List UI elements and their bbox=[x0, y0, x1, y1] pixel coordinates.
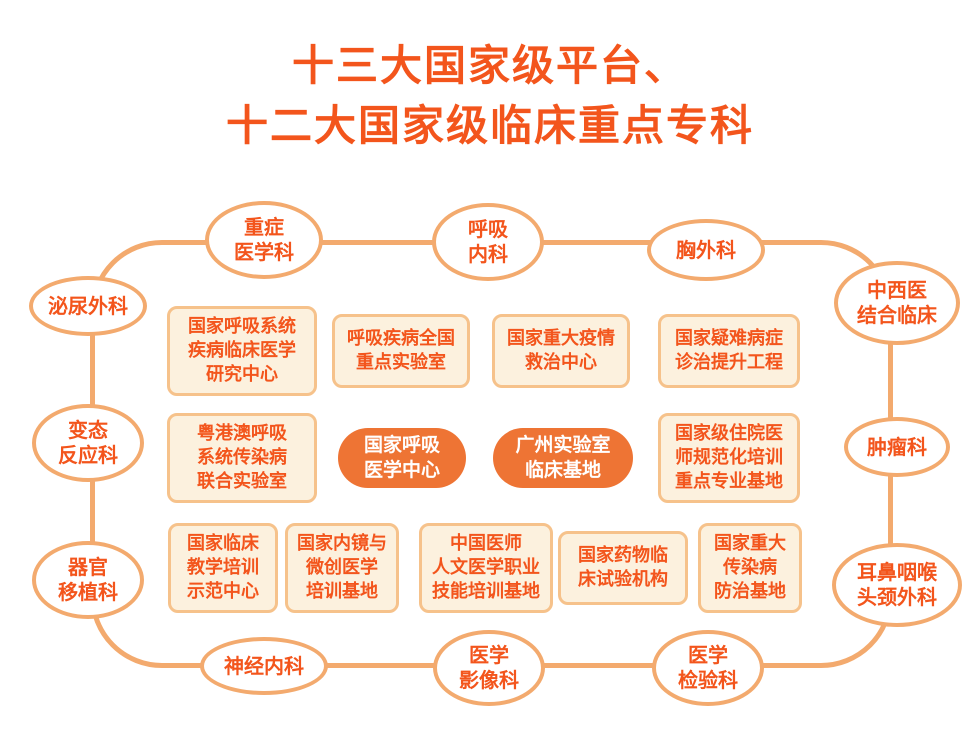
platform-respiratory-clinical-research-center: 国家呼吸系统 疾病临床医学 研究中心 bbox=[167, 306, 317, 396]
specialty-respiratory-medicine: 呼吸 内科 bbox=[432, 203, 544, 281]
specialty-integrated-tcm-western: 中西医 结合临床 bbox=[834, 261, 960, 345]
specialty-thoracic-surgery: 胸外科 bbox=[647, 219, 765, 281]
specialty-laboratory-medicine: 医学 检验科 bbox=[652, 630, 764, 706]
platform-national-key-laboratory: 呼吸疾病全国 重点实验室 bbox=[332, 314, 470, 388]
title-line-2: 十二大国家级临床重点专科 bbox=[225, 101, 754, 150]
specialty-neurology: 神经内科 bbox=[200, 637, 328, 695]
platform-drug-trial-institution: 国家药物临 床试验机构 bbox=[558, 531, 688, 605]
title-line-1: 十三大国家级平台、 bbox=[291, 41, 688, 90]
platform-endoscopy-training-base: 国家内镜与 微创医学 培训基地 bbox=[285, 523, 399, 613]
specialty-organ-transplant: 器官 移植科 bbox=[32, 541, 144, 619]
specialty-critical-care-medicine: 重症 医学科 bbox=[205, 201, 323, 279]
specialty-urology: 泌尿外科 bbox=[29, 276, 147, 336]
platform-humanities-skill-training-base: 中国医师 人文医学职业 技能培训基地 bbox=[419, 523, 553, 613]
specialty-oncology: 肿瘤科 bbox=[844, 417, 950, 477]
platform-clinical-teaching-center: 国家临床 教学培训 示范中心 bbox=[168, 523, 278, 613]
specialty-ent-head-neck-surgery: 耳鼻咽喉 头颈外科 bbox=[832, 543, 962, 627]
platform-gba-joint-laboratory: 粤港澳呼吸 系统传染病 联合实验室 bbox=[167, 413, 317, 503]
specialty-medical-imaging: 医学 影像科 bbox=[433, 630, 545, 706]
platform-residency-training-base: 国家级住院医 师规范化培训 重点专业基地 bbox=[658, 413, 800, 503]
platform-difficult-disease-program: 国家疑难病症 诊治提升工程 bbox=[658, 314, 800, 388]
platform-infectious-disease-base: 国家重大 传染病 防治基地 bbox=[698, 523, 802, 613]
platform-epidemic-treatment-center: 国家重大疫情 救治中心 bbox=[492, 314, 630, 388]
center-guangzhou-laboratory-clinical-base: 广州实验室 临床基地 bbox=[493, 428, 633, 488]
specialty-allergy: 变态 反应科 bbox=[32, 404, 144, 482]
center-national-respiratory-medical-center: 国家呼吸 医学中心 bbox=[338, 428, 466, 488]
